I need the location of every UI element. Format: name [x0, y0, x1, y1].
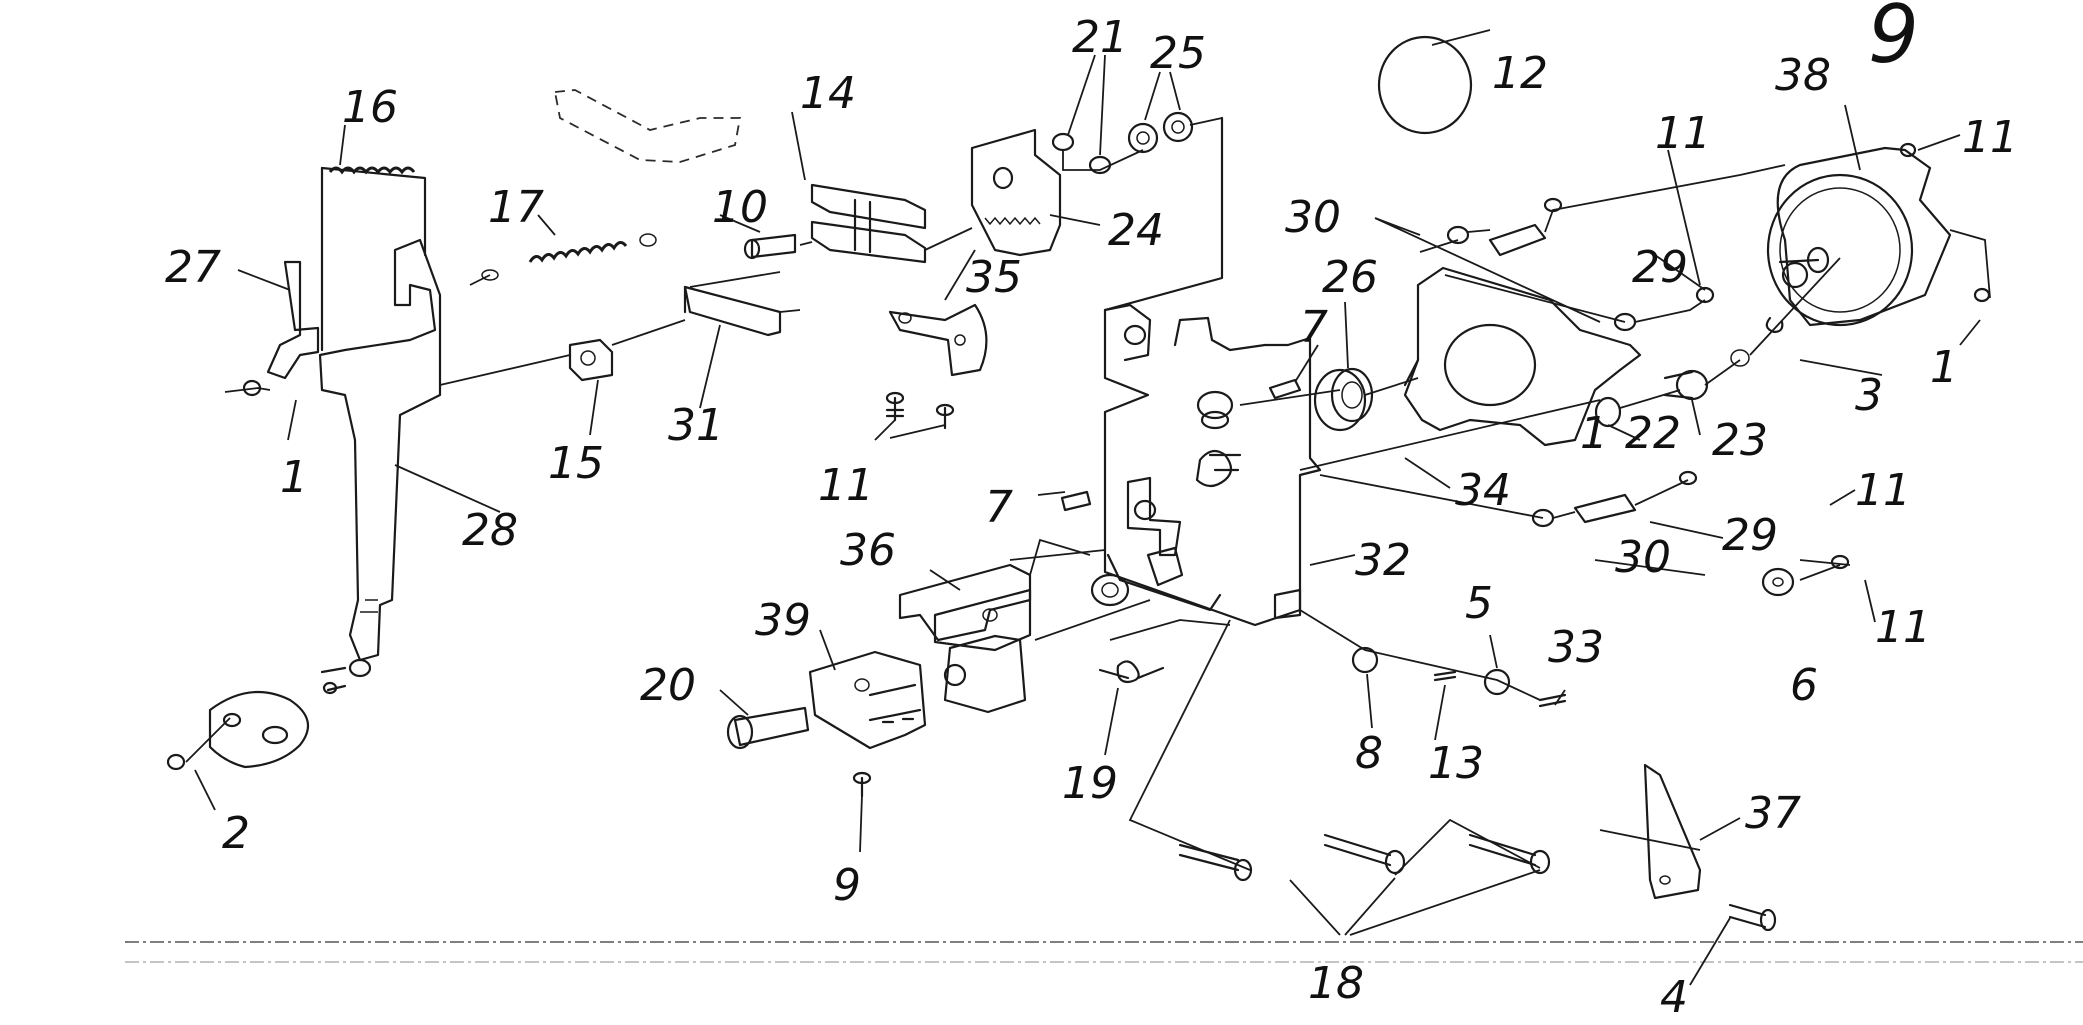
label-5: 5 — [1465, 578, 1493, 629]
label-25: 25 — [1150, 28, 1206, 79]
label-30-top: 30 — [1285, 192, 1341, 243]
label-24: 24 — [1108, 205, 1164, 256]
label-37: 37 — [1745, 788, 1801, 839]
label-20: 20 — [640, 660, 696, 711]
label-9: 9 — [833, 860, 861, 911]
label-34: 34 — [1455, 465, 1511, 516]
bracket-36-block-39 — [726, 563, 1032, 798]
assembly-axis-lines — [185, 117, 1991, 876]
label-15: 15 — [548, 438, 604, 489]
label-1-right: 1 — [1930, 342, 1958, 393]
label-30-lower: 30 — [1615, 532, 1671, 583]
label-4: 4 — [1660, 972, 1688, 1023]
screws-18 — [1178, 833, 1551, 882]
shaft-hardware — [1351, 646, 1567, 708]
lens-12 — [1377, 29, 1491, 135]
label-29-top: 29 — [1632, 242, 1688, 293]
label-35: 35 — [966, 252, 1022, 303]
lever-assembly — [166, 166, 442, 771]
label-1-middle: 1 — [1580, 408, 1608, 459]
bracket-37 — [1643, 763, 1777, 932]
label-11-middle: 11 — [818, 460, 874, 511]
fasteners-21-25 — [1051, 111, 1194, 175]
label-1-left: 1 — [280, 452, 308, 503]
label-26: 26 — [1322, 252, 1378, 303]
spring-17 — [481, 233, 657, 281]
label-7-right: 7 — [1300, 302, 1328, 353]
label-32: 32 — [1355, 535, 1411, 586]
rail-14-assembly — [743, 128, 1062, 430]
label-31: 31 — [668, 400, 724, 451]
label-22: 22 — [1625, 408, 1681, 459]
label-39: 39 — [755, 595, 811, 646]
label-11-top: 11 — [1655, 108, 1711, 159]
label-38: 38 — [1775, 50, 1831, 101]
label-11-lower: 11 — [1855, 465, 1911, 516]
motor-plate-assembly — [1313, 142, 1991, 597]
chassis-32 — [1090, 116, 1322, 684]
label-leaders — [194, 54, 1981, 986]
pins-7 — [1060, 378, 1302, 512]
label-7-left: 7 — [985, 482, 1013, 533]
figure-corner-number: 9 — [1868, 0, 1919, 81]
label-8: 8 — [1355, 728, 1383, 779]
block-15 — [568, 338, 614, 382]
label-33: 33 — [1548, 622, 1604, 673]
label-17: 17 — [488, 182, 544, 233]
slider-31 — [683, 285, 782, 337]
label-19: 19 — [1062, 758, 1118, 809]
label-23: 23 — [1712, 415, 1768, 466]
label-10: 10 — [712, 182, 768, 233]
label-16: 16 — [342, 82, 398, 133]
label-36: 36 — [840, 525, 896, 576]
label-28: 28 — [462, 505, 518, 556]
part-number-labels: 9 16 17 27 1 28 2 15 31 14 10 35 24 21 2… — [165, 0, 2018, 1023]
label-13: 13 — [1428, 738, 1484, 789]
label-12: 12 — [1492, 48, 1548, 99]
label-6: 6 — [1790, 660, 1818, 711]
label-27: 27 — [165, 242, 221, 293]
label-21: 21 — [1072, 12, 1128, 63]
label-3: 3 — [1855, 370, 1883, 421]
ghost-bracket — [553, 89, 742, 163]
label-2: 2 — [222, 808, 250, 859]
label-29-lower: 29 — [1722, 510, 1778, 561]
label-14: 14 — [800, 68, 856, 119]
base-reference-lines — [125, 941, 2083, 963]
label-18: 18 — [1308, 958, 1364, 1009]
label-11-bottom-right: 11 — [1875, 602, 1931, 653]
label-11-right-top: 11 — [1962, 112, 2018, 163]
